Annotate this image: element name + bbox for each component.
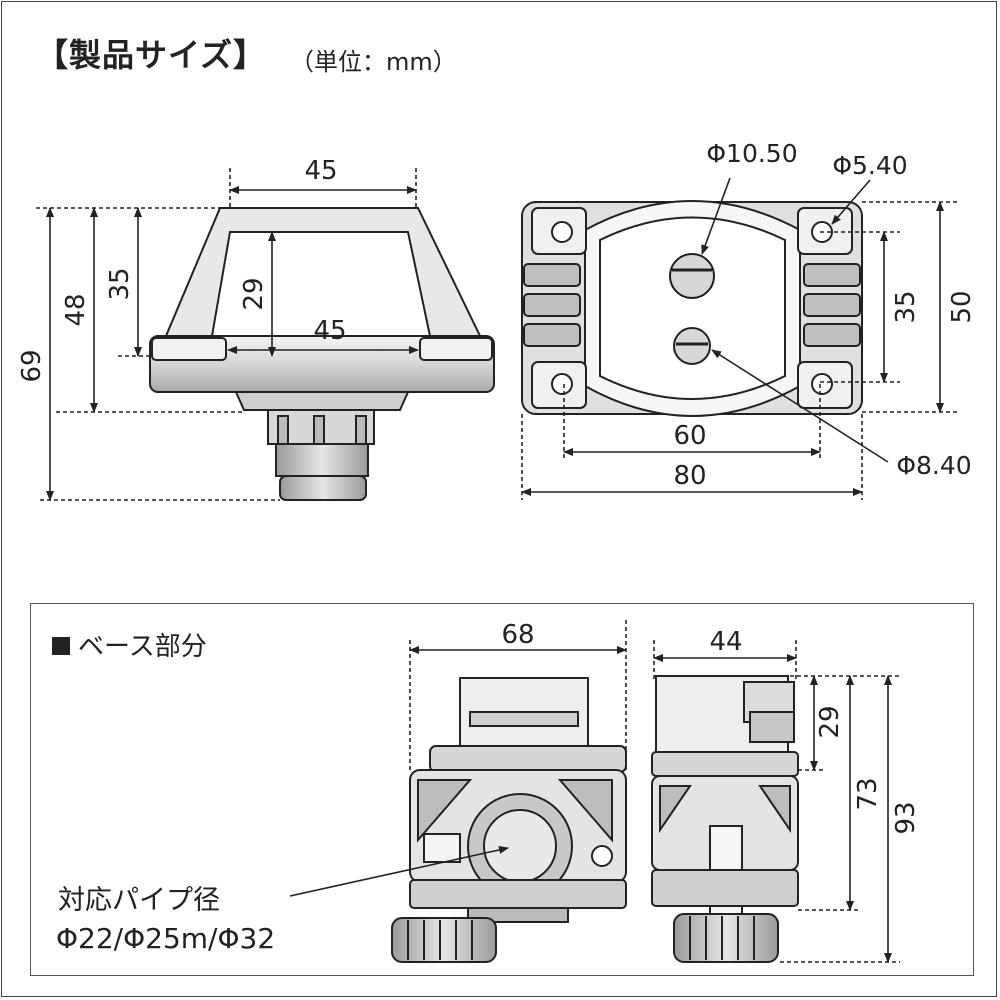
- base-side-view: [651, 675, 799, 963]
- base-dimensions: [289, 620, 900, 963]
- dim-base-44-label: 44: [709, 627, 742, 657]
- pipe-diameter-label: 対応パイプ径: [58, 885, 220, 916]
- dim-base-68-label: 68: [501, 620, 534, 650]
- dim-base-73-label: 73: [853, 777, 883, 810]
- base-front-view: [391, 677, 627, 963]
- hole-small-label: Φ5.40: [832, 151, 907, 180]
- base-section-panel: [30, 603, 974, 976]
- square-bullet-icon: [52, 637, 70, 655]
- dim-top-width-label: 45: [304, 156, 337, 186]
- mount-side-view: [149, 207, 495, 501]
- dim-bottom-50-label: 50: [947, 290, 977, 323]
- dim-height-35-label: 35: [105, 267, 135, 300]
- dim-height-69-label: 69: [17, 349, 47, 382]
- base-section-label: ベース部分: [52, 626, 207, 663]
- hole-mid-label: Φ8.40: [896, 451, 971, 480]
- base-section-label-text: ベース部分: [78, 632, 207, 662]
- dim-base-29-label: 29: [815, 705, 845, 738]
- pipe-diameter-values: Φ22/Φ25m/Φ32: [56, 922, 276, 955]
- bottom-view-dimensions: [521, 177, 960, 500]
- unit-note: （単位：mm）: [290, 48, 457, 76]
- dim-bottom-80-label: 80: [673, 461, 706, 491]
- hole-large-label: Φ10.50: [706, 139, 797, 168]
- dim-bottom-35-label: 35: [891, 290, 921, 323]
- side-view-dimensions: [36, 168, 419, 501]
- page-title: 【製品サイズ】: [36, 36, 267, 74]
- dim-base-93-label: 93: [891, 801, 921, 834]
- dim-height-48-label: 48: [61, 293, 91, 326]
- dim-bottom-60-label: 60: [673, 421, 706, 451]
- dim-inner-width-label: 45: [313, 316, 346, 346]
- dim-height-29-label: 29: [239, 277, 269, 310]
- mount-bottom-view: [521, 200, 863, 417]
